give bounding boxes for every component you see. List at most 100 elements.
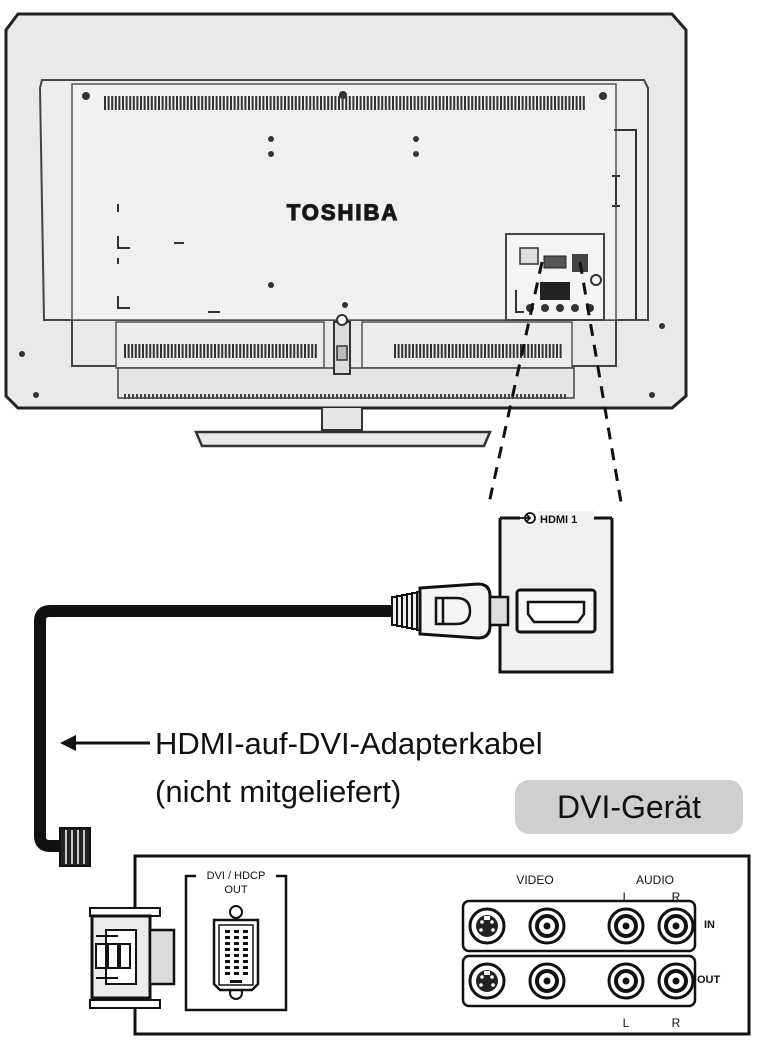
grille-slot — [152, 394, 154, 399]
vent-slot — [134, 344, 137, 358]
vent-slot — [167, 344, 170, 358]
grille-slot — [548, 394, 550, 399]
vent-slot — [206, 344, 209, 358]
vent-slot — [568, 96, 571, 110]
vent-slot — [433, 344, 436, 358]
grille-slot — [268, 394, 270, 399]
vent-slot — [122, 96, 124, 110]
hdmi-port-label: HDMI 1 — [540, 514, 577, 526]
hdmi-port[interactable] — [515, 588, 597, 634]
caption-arrow — [60, 735, 150, 751]
vent-slot — [201, 96, 204, 110]
vent-slot — [359, 96, 362, 110]
vent-slot — [460, 96, 463, 110]
vent-slot — [178, 344, 180, 358]
vent-slot — [276, 96, 279, 110]
video-label: VIDEO — [516, 873, 553, 887]
vent-slot — [561, 96, 564, 110]
grille-slot — [368, 394, 370, 399]
grille-slot — [400, 394, 402, 399]
vent-slot — [269, 96, 272, 110]
vent-slot — [503, 96, 506, 110]
hdmi-plug[interactable] — [391, 582, 510, 640]
vent-slot — [582, 96, 585, 110]
grille-slot — [148, 394, 150, 399]
vent-slot — [258, 96, 261, 110]
grille-slot — [412, 394, 414, 399]
vent-slot — [309, 96, 312, 110]
vent-slot — [348, 96, 351, 110]
tv-back-view: TOSHIBA — [4, 12, 688, 448]
grille-slot — [180, 394, 182, 399]
grille-slot — [132, 394, 134, 399]
vent-slot — [307, 344, 310, 358]
vent-slot — [552, 344, 555, 358]
vent-slot — [575, 96, 578, 110]
grille-slot — [232, 394, 234, 399]
grille-slot — [452, 394, 454, 399]
vent-slot — [341, 96, 344, 110]
dvi-plug-tip — [148, 928, 176, 986]
vent-slot — [446, 96, 448, 110]
vent-slot — [196, 344, 198, 358]
grille-slot — [436, 394, 438, 399]
dvi-pin — [243, 972, 248, 975]
vent-slot — [253, 344, 256, 358]
dvi-pin — [243, 954, 248, 957]
audio-left-label-bottom: L — [623, 1016, 630, 1030]
vent-slot — [525, 96, 528, 110]
grille-slot — [340, 394, 342, 399]
vent-slot — [282, 344, 285, 358]
vent-slot — [293, 344, 296, 358]
grille-slot — [476, 394, 478, 399]
grille-slot — [392, 394, 394, 399]
grille-slot — [224, 394, 226, 399]
vent-slot — [428, 96, 430, 110]
vent-slot — [492, 96, 495, 110]
hdmi-input-icon — [520, 512, 536, 524]
grille-slot — [236, 394, 238, 399]
dvi-out-port[interactable] — [212, 905, 260, 1000]
vent-slot — [140, 96, 142, 110]
hdmi-panel-enlarged: HDMI 1 — [498, 511, 614, 674]
vent-slot — [160, 344, 162, 358]
dvi-pin — [225, 966, 230, 969]
vent-slot — [462, 344, 465, 358]
grille-slot — [208, 394, 210, 399]
vent-slot — [221, 344, 224, 358]
vent-slot — [114, 96, 117, 110]
vent-slot — [124, 344, 126, 358]
vent-slot — [572, 96, 574, 110]
grille-slot — [248, 394, 250, 399]
vent-slot — [255, 96, 258, 110]
audio-left-label-top: L — [623, 890, 630, 904]
vent-slot — [381, 96, 384, 110]
vent-slot — [444, 344, 447, 358]
vent-slot — [491, 344, 494, 358]
grille-slot — [380, 394, 382, 399]
grille-slot — [220, 394, 222, 399]
grille-slot — [312, 394, 314, 399]
vent-slot — [210, 344, 213, 358]
grille-slot — [216, 394, 218, 399]
vent-slot — [430, 344, 432, 358]
dvi-pin — [225, 972, 230, 975]
vent-slot — [143, 96, 146, 110]
vent-slot — [280, 96, 283, 110]
dvi-pin — [243, 960, 248, 963]
grille-slot — [424, 394, 426, 399]
dvi-plug[interactable] — [59, 827, 176, 1009]
vent-slot — [556, 344, 558, 358]
grille-slot — [456, 394, 458, 399]
vent-slot — [154, 96, 157, 110]
dvi-pin — [225, 954, 230, 957]
vent-slot — [278, 344, 281, 358]
tv-lower-vent-left — [124, 344, 317, 358]
vent-slot — [476, 344, 479, 358]
vent-slot — [431, 96, 434, 110]
grille-slot — [420, 394, 422, 399]
grille-slot — [188, 394, 190, 399]
rca-jack-pin — [672, 922, 680, 930]
dvi-pin — [234, 948, 239, 951]
vent-slot — [222, 96, 225, 110]
